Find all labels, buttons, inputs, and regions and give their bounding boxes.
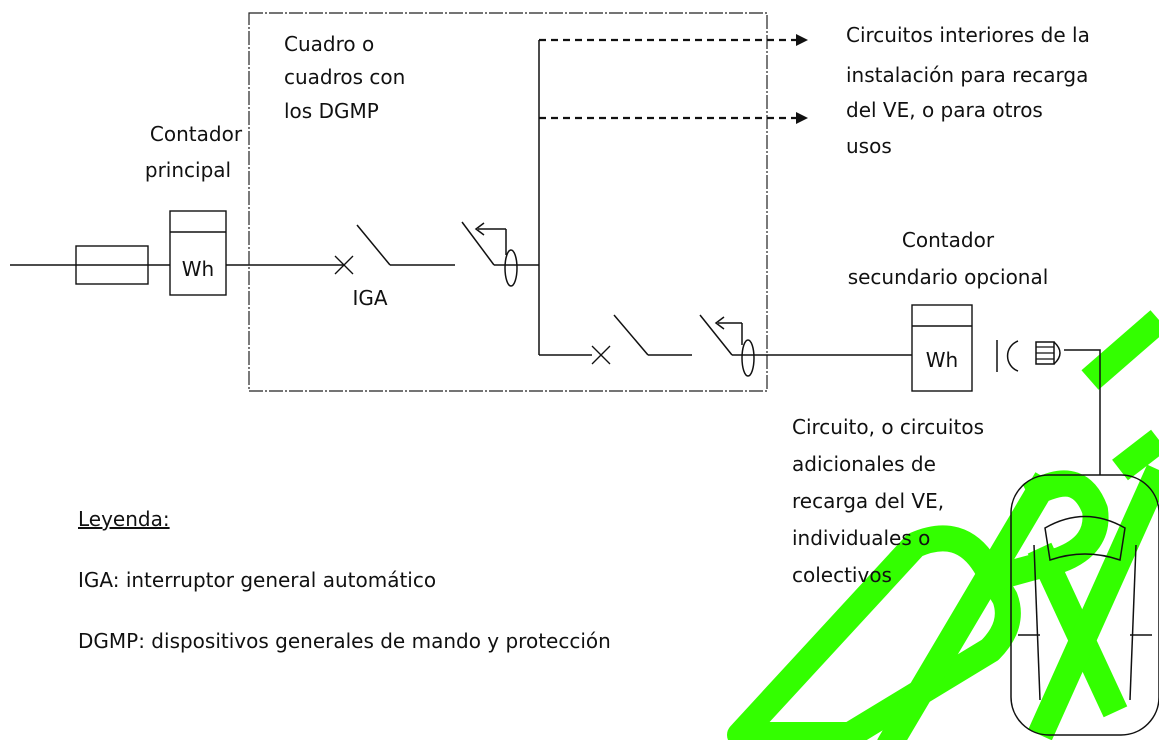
- main-meter-label-1: Contador: [150, 122, 243, 146]
- socket-outlet: [996, 340, 1019, 372]
- draft-watermark: [727, 310, 1159, 740]
- iga-breaker: [334, 224, 455, 275]
- iga-cross-2: [334, 255, 354, 275]
- ev-right-side: [1129, 544, 1137, 701]
- secondary-meter-body: [911, 304, 973, 392]
- charging-cable: [1064, 349, 1101, 475]
- rcd1-toroid: [504, 249, 518, 287]
- rcd2-toroid: [741, 339, 755, 377]
- additional-circuits-label-5: colectivos: [792, 563, 892, 587]
- secondary-meter-label-1: Contador: [902, 228, 995, 252]
- interior-arrow-2-icon: [796, 112, 808, 124]
- rcd1-blade: [461, 221, 495, 266]
- interior-circuits-label-1: Circuitos interiores de la: [846, 23, 1090, 47]
- ev-windshield: [1044, 515, 1126, 561]
- interior-circuits-label-4: usos: [846, 134, 892, 158]
- interior-circuits-label-2: instalación para recarga: [846, 63, 1088, 87]
- legend-item-dgmp: DGMP: dispositivos generales de mando y …: [78, 629, 611, 653]
- panel-label-1: Cuadro o: [284, 32, 374, 56]
- additional-circuits-label-4: individuales o: [792, 526, 930, 550]
- socket-arc-icon: [1006, 340, 1019, 372]
- plug-connector-icon: [1035, 341, 1061, 365]
- iga-label: IGA: [352, 286, 387, 310]
- secondary-meter-label-2: secundario opcional: [848, 265, 1049, 289]
- rcd-switch-1: [461, 221, 539, 287]
- interior-arrow-1-icon: [796, 34, 808, 46]
- ev-breaker-cross-2: [591, 345, 611, 365]
- rcd1-arrow-icon: [474, 222, 485, 236]
- main-meter-symbol: Wh: [182, 257, 214, 281]
- iga-blade: [356, 224, 391, 266]
- additional-circuits-label-3: recarga del VE,: [792, 489, 944, 513]
- main-meter-label-2: principal: [145, 158, 231, 182]
- legend-item-iga: IGA: interruptor general automático: [78, 568, 436, 592]
- ev-breaker: [591, 314, 692, 365]
- legend-title: Leyenda:: [78, 507, 170, 531]
- rcd2-blade: [699, 314, 733, 356]
- panel-label-2: cuadros con: [284, 65, 405, 89]
- legend: Leyenda: IGA: interruptor general automá…: [78, 507, 611, 653]
- main-meter-body: [169, 210, 227, 296]
- additional-circuits-label-2: adicionales de: [792, 452, 936, 476]
- electric-vehicle-icon: [1010, 474, 1159, 736]
- main-meter: Wh: [169, 210, 227, 296]
- secondary-meter: Wh: [911, 304, 973, 392]
- additional-circuits-label-1: Circuito, o circuitos: [792, 415, 984, 439]
- interior-circuits-label-3: del VE, o para otros: [846, 98, 1043, 122]
- plug-cap: [1053, 341, 1061, 365]
- panel-label-3: los DGMP: [284, 99, 379, 123]
- ev-breaker-blade: [613, 314, 649, 356]
- secondary-meter-symbol: Wh: [926, 348, 958, 372]
- dgmp-panel-border: [248, 12, 768, 392]
- ev-left-side: [1033, 544, 1041, 701]
- rcd-switch-2: [699, 314, 755, 377]
- rcd2-arrow-icon: [714, 316, 725, 330]
- ev-body: [1010, 474, 1159, 736]
